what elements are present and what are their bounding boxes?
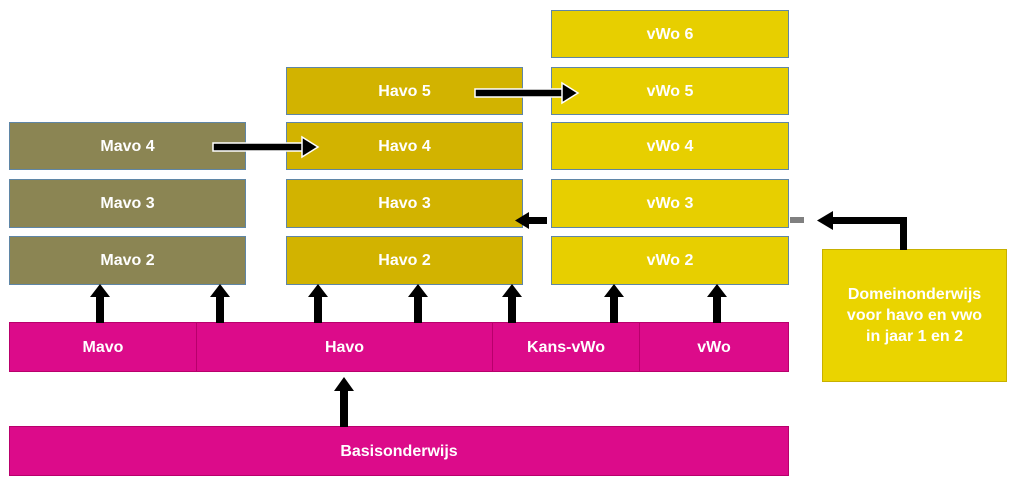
domein-line-1: Domeinonderwijs [847, 286, 982, 303]
vwo-6-box: vWo 6 [551, 10, 789, 58]
havo-4-box: Havo 4 [286, 122, 523, 170]
stream-kans-vwo-label: Kans-vWo [527, 338, 605, 356]
stream-mavo-label: Mavo [82, 338, 124, 356]
arrow-up-icon [502, 284, 522, 323]
vwo-2-box: vWo 2 [551, 236, 789, 285]
arrow-up-icon [90, 284, 110, 323]
havo-5-box: Havo 5 [286, 67, 523, 115]
basisonderwijs-label: Basisonderwijs [340, 442, 458, 460]
havo-5-label: Havo 5 [378, 82, 431, 100]
vwo-3-box: vWo 3 [551, 179, 789, 228]
vwo-4-label: vWo 4 [646, 137, 694, 155]
stream-kans-vwo: Kans-vWo [492, 322, 640, 372]
mavo-4-box: Mavo 4 [9, 122, 246, 170]
stream-havo-label: Havo [324, 338, 365, 356]
stream-vwo-label: vWo [697, 338, 731, 356]
vwo-2-label: vWo 2 [646, 252, 694, 269]
stream-mavo: Mavo [9, 322, 197, 372]
domein-line-2: voor havo en vwo [846, 307, 983, 324]
mavo-3-box: Mavo 3 [9, 179, 246, 228]
mavo-2-label: Mavo 2 [100, 252, 155, 269]
arrow-elbow-icon [790, 211, 907, 250]
havo-3-label: Havo 3 [378, 195, 431, 212]
arrow-up-icon [408, 284, 428, 323]
mavo-4-label: Mavo 4 [100, 137, 155, 155]
vwo-5-label: vWo 5 [646, 82, 694, 100]
havo-2-label: Havo 2 [378, 252, 431, 269]
stream-havo: Havo [196, 322, 493, 372]
stream-vwo: vWo [639, 322, 789, 372]
arrow-up-icon [210, 284, 230, 323]
vwo-3-label: vWo 3 [646, 195, 694, 212]
mavo-2-box: Mavo 2 [9, 236, 246, 285]
domeinonderwijs-box: Domeinonderwijs voor havo en vwo in jaar… [822, 249, 1007, 382]
arrow-up-icon [308, 284, 328, 323]
vwo-4-box: vWo 4 [551, 122, 789, 170]
domein-line-3: in jaar 1 en 2 [866, 328, 963, 345]
havo-2-box: Havo 2 [286, 236, 523, 285]
vwo-6-label: vWo 6 [646, 25, 694, 43]
havo-4-label: Havo 4 [378, 137, 431, 155]
basisonderwijs-box: Basisonderwijs [9, 426, 789, 476]
havo-3-box: Havo 3 [286, 179, 523, 228]
arrow-up-icon [707, 284, 727, 323]
arrow-up-icon [334, 377, 354, 427]
mavo-3-label: Mavo 3 [100, 195, 155, 212]
vwo-5-box: vWo 5 [551, 67, 789, 115]
arrow-up-icon [604, 284, 624, 323]
